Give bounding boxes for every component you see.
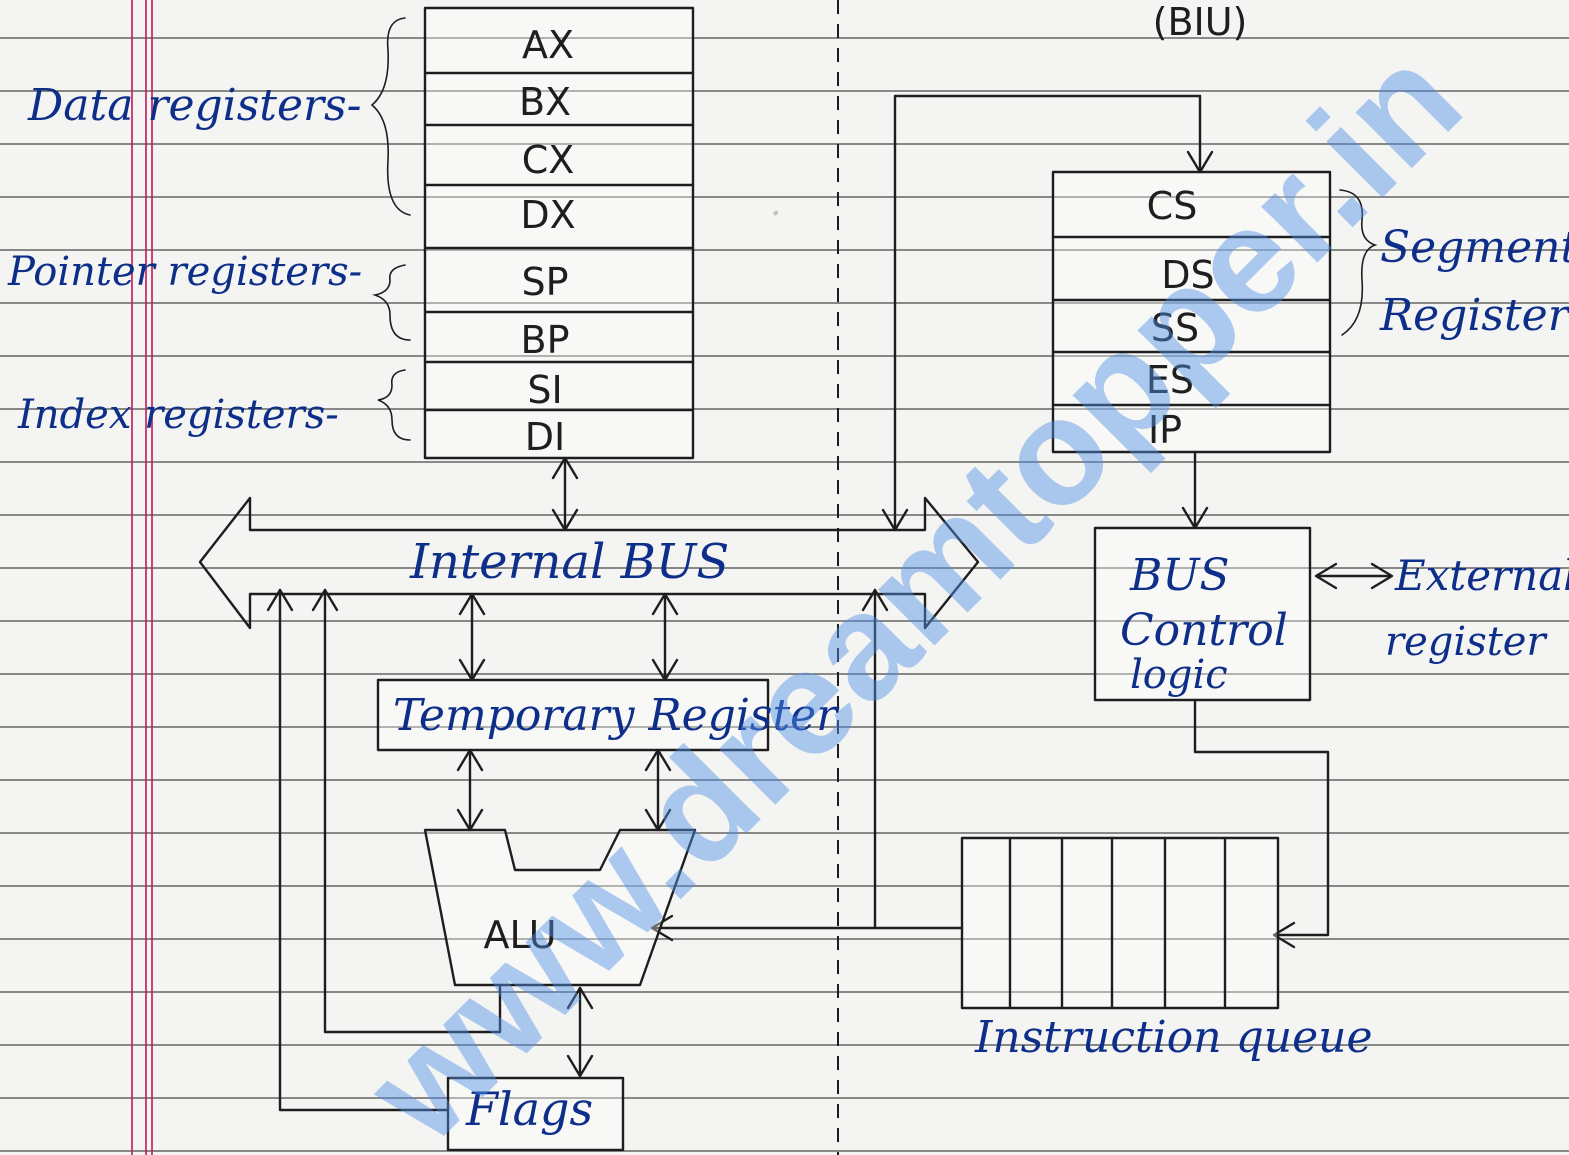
segment-registers-brace (1339, 189, 1378, 336)
external-line2: register (1385, 619, 1548, 665)
alu-to-bus-path (323, 588, 502, 1034)
bus-control-to-queue-path (1193, 698, 1330, 937)
external-line1: External (1394, 551, 1569, 600)
queue-input-arrowhead (1272, 921, 1296, 949)
bus-control-line2: Control (1120, 605, 1288, 656)
data-registers-brace (370, 17, 411, 216)
register-di: DI (525, 415, 565, 459)
register-sp: SP (521, 260, 568, 304)
register-es: ES (1146, 358, 1194, 402)
queue-to-alu-arrowhead (650, 914, 674, 942)
register-bx: BX (519, 80, 571, 124)
flags-to-bus-path (278, 588, 450, 1112)
alu-shape (423, 828, 697, 987)
internal-bus-label: Internal BUS (409, 534, 729, 590)
bus-to-cs-arrowhead (1186, 150, 1214, 174)
alu-flags-arrowheads (566, 986, 594, 1078)
register-ss: SS (1151, 306, 1199, 350)
temporary-register-label: Temporary Register (393, 690, 840, 741)
external-link-arrowheads (1314, 562, 1394, 590)
flags-label: Flags (465, 1082, 593, 1136)
bus-control-line3: logic (1130, 652, 1228, 698)
segment-registers-label-line2: Registers (1379, 290, 1569, 341)
notebook-rules (0, 37, 1569, 1152)
register-ip: IP (1148, 408, 1182, 452)
flags-to-bus-arrowhead (266, 588, 294, 612)
register-ds: DS (1161, 253, 1214, 297)
bus-control-logic-box (1093, 526, 1312, 702)
alu-to-bus-arrowhead (311, 588, 339, 612)
general-register-stack (423, 6, 695, 460)
flags-box (446, 1076, 625, 1152)
segment-registers-label-line1: Segment (1380, 222, 1569, 273)
bus-control-line1: BUS (1129, 550, 1230, 601)
data-registers-label: Data registers- (27, 80, 362, 131)
segment-register-stack (1051, 170, 1332, 454)
temporary-register-box (376, 678, 770, 752)
queue-to-bus-arrowhead (861, 588, 889, 612)
pointer-registers-brace (371, 264, 411, 341)
alu-label: ALU (483, 913, 556, 957)
index-registers-brace (377, 369, 411, 441)
internal-bus-arrow (198, 496, 980, 630)
registers-bus-arrowheads (551, 456, 579, 532)
register-si: SI (527, 368, 562, 412)
register-ax: AX (522, 23, 574, 67)
pointer-registers-label: Pointer registers- (7, 249, 362, 295)
faint-scribble: . (770, 183, 781, 224)
biu-title: (BIU) (1153, 0, 1248, 44)
register-cs: CS (1147, 184, 1198, 228)
register-dx: DX (520, 193, 575, 237)
register-cx: CX (522, 138, 575, 182)
index-registers-label: Index registers- (17, 392, 339, 438)
instruction-queue-box (960, 836, 1280, 1010)
instruction-queue-label: Instruction queue (974, 1012, 1372, 1063)
segment-to-bus-path (893, 94, 1202, 530)
register-bp: BP (521, 318, 570, 362)
